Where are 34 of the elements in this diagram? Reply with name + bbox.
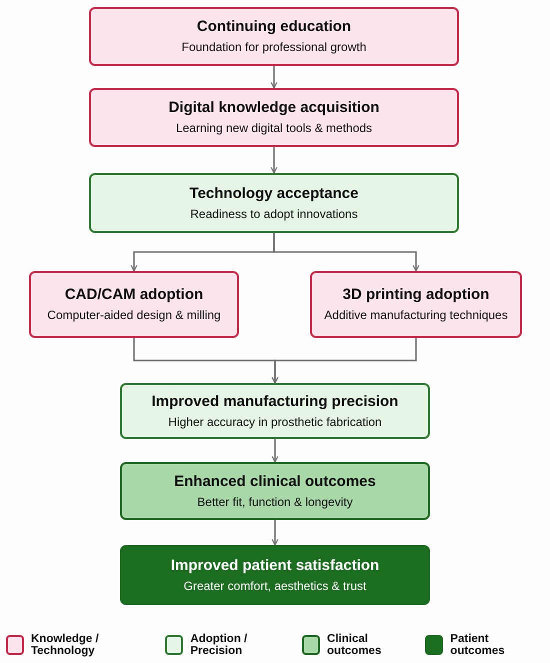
legend-label: Patient outcomes bbox=[450, 633, 506, 657]
box-title: CAD/CAM adoption bbox=[64, 286, 204, 304]
box-title: Improved patient satisfaction bbox=[170, 556, 380, 574]
box-description: Additive manufacturing techniques bbox=[324, 308, 508, 323]
box-description: Readiness to adopt innovations bbox=[190, 206, 358, 222]
process-box bbox=[120, 383, 430, 439]
arrow bbox=[273, 233, 420, 272]
box-description: Learning new digital tools & methods bbox=[176, 121, 372, 136]
box-description: Better fit, function & longevity bbox=[197, 494, 353, 510]
box-description: Foundation for professional growth bbox=[182, 40, 366, 55]
process-box bbox=[89, 173, 459, 233]
box-title: Enhanced clinical outcomes bbox=[174, 472, 376, 490]
legend-label: Adoption / Precision bbox=[190, 633, 248, 657]
arrow bbox=[272, 338, 417, 384]
box-title: 3D printing adoption bbox=[342, 286, 490, 304]
box-description: Computer-aided design & milling bbox=[47, 308, 221, 323]
box-description: Greater comfort, aesthetics & trust bbox=[184, 578, 366, 594]
arrow bbox=[272, 520, 278, 546]
process-box bbox=[89, 7, 459, 66]
process-box bbox=[120, 462, 430, 520]
box-title: Continuing education bbox=[196, 18, 352, 36]
process-box bbox=[89, 88, 459, 147]
box-title: Digital knowledge acquisition bbox=[168, 99, 380, 116]
arrow bbox=[270, 147, 278, 174]
process-box bbox=[120, 545, 430, 605]
arrow bbox=[272, 439, 278, 463]
process-box bbox=[310, 271, 522, 338]
box-description: Higher accuracy in prosthetic fabrication bbox=[168, 414, 382, 430]
legend-label: Knowledge / Technology bbox=[30, 633, 100, 657]
box-title: Improved manufacturing precision bbox=[152, 392, 398, 410]
box-title: Technology acceptance bbox=[190, 184, 358, 202]
legend-label: Clinical outcomes bbox=[327, 633, 382, 657]
process-box bbox=[29, 271, 239, 338]
arrow bbox=[270, 66, 278, 89]
